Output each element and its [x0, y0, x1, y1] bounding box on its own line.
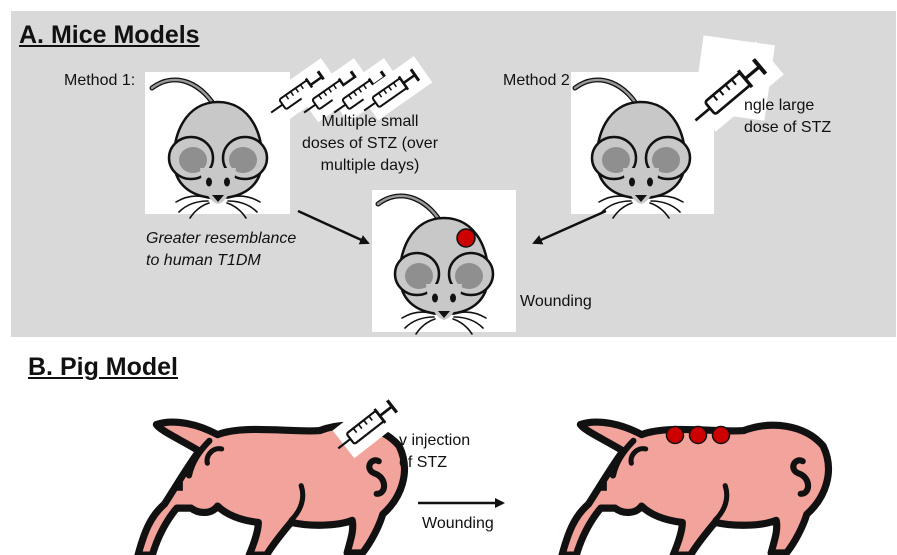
wound-mark-icon: [690, 427, 707, 444]
pig-injection-text: v injection of STZ: [399, 430, 470, 474]
wound-mark-icon: [713, 427, 730, 444]
resemblance-text: Greater resemblance to human T1DM: [146, 228, 296, 272]
method-2-label: Method 2:: [503, 70, 569, 92]
section-b-title: B. Pig Model: [28, 353, 178, 382]
method-1-label: Method 1:: [64, 70, 135, 92]
arrow-method1-to-wound: [298, 211, 368, 243]
single-dose-text: ngle large dose of STZ: [744, 95, 831, 139]
mouse-1-icon: [152, 80, 267, 218]
wound-mark-icon: [457, 229, 475, 247]
arrow-method2-to-wound: [534, 211, 606, 243]
wounded-mouse-icon: [378, 196, 493, 334]
pig-wounding-label: Wounding: [422, 513, 494, 535]
multiple-doses-text: Multiple small doses of STZ (over multip…: [296, 111, 444, 177]
mouse-wounding-label: Wounding: [520, 291, 592, 313]
wound-mark-icon: [667, 427, 684, 444]
mouse-2-icon: [575, 80, 690, 218]
